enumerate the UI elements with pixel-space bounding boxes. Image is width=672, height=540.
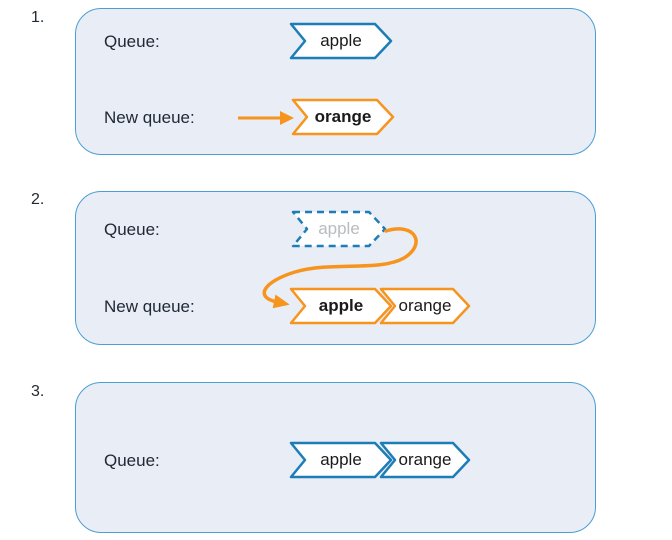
- step-panel-2: Queue: apple New queue: apple: [75, 191, 596, 345]
- new-queue-label: New queue:: [104, 297, 195, 316]
- queue-item-chevron: apple: [289, 441, 393, 479]
- queue-label: Queue:: [104, 220, 160, 239]
- queue-item-chevron: apple: [289, 287, 393, 325]
- chevron-shape-icon: [291, 210, 387, 248]
- step-panel-1: Queue: apple New queue: orange: [75, 8, 596, 155]
- step-number-2: 2.: [31, 191, 45, 208]
- chevron-label: orange: [314, 107, 372, 126]
- chevron-shape-icon: [291, 98, 395, 136]
- queue-item-chevron: orange: [379, 441, 471, 479]
- step-number-3: 3.: [31, 383, 45, 400]
- chevron-label: orange: [398, 296, 452, 315]
- move-to-front-arrow-icon: [262, 227, 418, 309]
- chevron-shape-icon: [379, 441, 471, 479]
- chevron-label: apple: [318, 219, 360, 238]
- step-panel-3: Queue: apple orange: [75, 382, 596, 533]
- chevron-shape-icon: [289, 22, 393, 60]
- chevron-label: apple: [318, 296, 364, 315]
- enqueue-arrow-icon: [238, 111, 294, 125]
- queue-label: Queue:: [104, 32, 160, 51]
- removed-queue-item-chevron: apple: [291, 210, 387, 248]
- queue-item-chevron: orange: [379, 287, 471, 325]
- chevron-shape-icon: [289, 287, 393, 325]
- new-queue-label: New queue:: [104, 108, 195, 127]
- queue-item-chevron: orange: [291, 98, 395, 136]
- chevron-label: orange: [398, 450, 452, 469]
- chevron-shape-icon: [379, 287, 471, 325]
- queue-label: Queue:: [104, 451, 160, 470]
- chevron-label: apple: [320, 450, 362, 469]
- chevron-shape-icon: [289, 441, 393, 479]
- queue-item-chevron: apple: [289, 22, 393, 60]
- step-number-1: 1.: [31, 9, 45, 26]
- chevron-label: apple: [320, 31, 362, 50]
